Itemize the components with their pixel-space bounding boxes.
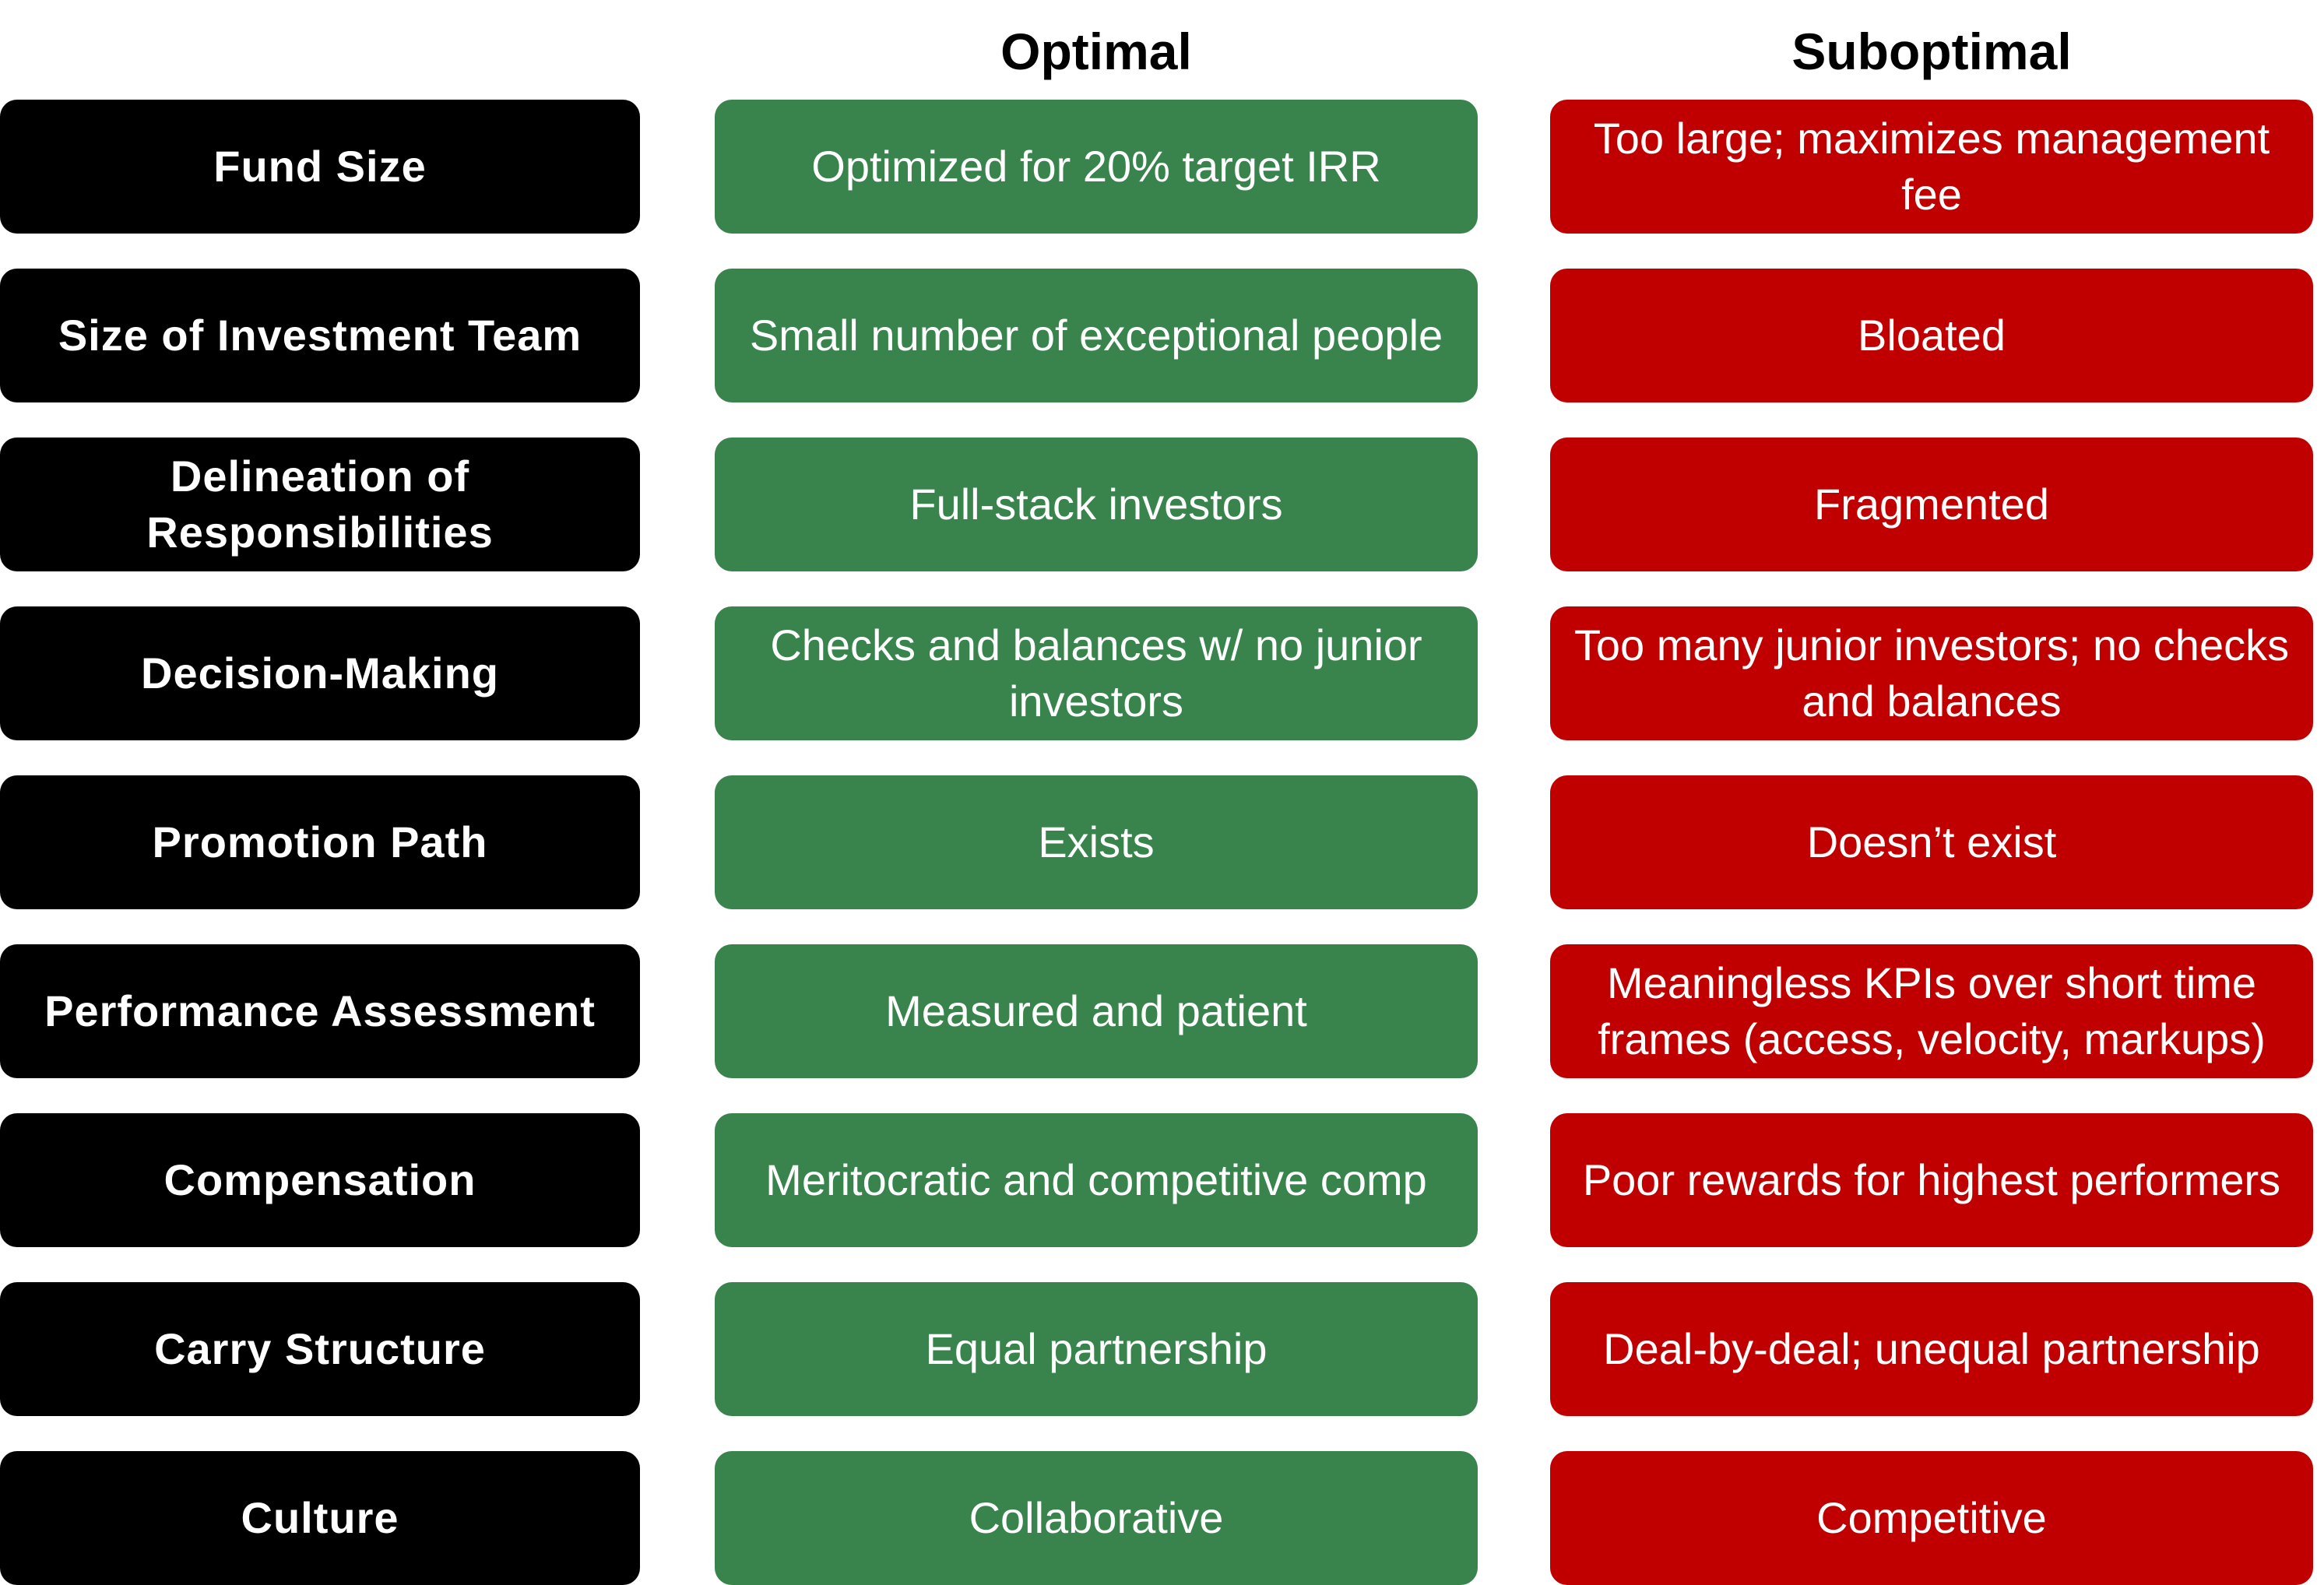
suboptimal-text: Too many junior investors; no checks and… [1573, 620, 2290, 726]
optimal-text: Meritocratic and competitive comp [765, 1155, 1427, 1204]
comparison-row: Decision-Making Checks and balances w/ n… [0, 606, 2324, 740]
suboptimal-box: Too large; maximizes management fee [1550, 100, 2313, 234]
row-label-box: Size of Investment Team [0, 269, 640, 402]
comparison-row: Fund Size Optimized for 20% target IRR T… [0, 100, 2324, 234]
optimal-text: Equal partnership [925, 1324, 1267, 1373]
suboptimal-box: Poor rewards for highest performers [1550, 1113, 2313, 1247]
optimal-box: Equal partnership [715, 1282, 1478, 1416]
row-label-text: Decision-Making [141, 648, 499, 698]
comparison-row: Size of Investment Team Small number of … [0, 269, 2324, 402]
comparison-row: Carry Structure Equal partnership Deal-b… [0, 1282, 2324, 1416]
optimal-box: Collaborative [715, 1451, 1478, 1585]
suboptimal-text: Too large; maximizes management fee [1593, 114, 2270, 219]
suboptimal-text: Poor rewards for highest performers [1582, 1155, 2281, 1204]
row-label-box: Culture [0, 1451, 640, 1585]
suboptimal-text: Competitive [1816, 1493, 2047, 1542]
optimal-text: Optimized for 20% target IRR [811, 142, 1381, 191]
comparison-row: Delineation of Responsibilities Full-sta… [0, 438, 2324, 571]
comparison-row: Culture Collaborative Competitive [0, 1451, 2324, 1585]
suboptimal-box: Meaningless KPIs over short time frames … [1550, 944, 2313, 1078]
row-label-text: Compensation [163, 1155, 476, 1204]
suboptimal-text: Deal-by-deal; unequal partnership [1603, 1324, 2260, 1373]
comparison-row: Performance Assessment Measured and pati… [0, 944, 2324, 1078]
optimal-text: Collaborative [969, 1493, 1224, 1542]
comparison-row: Compensation Meritocratic and competitiv… [0, 1113, 2324, 1247]
optimal-text: Checks and balances w/ no junior investo… [770, 620, 1422, 726]
suboptimal-text: Bloated [1858, 311, 2006, 360]
optimal-box: Small number of exceptional people [715, 269, 1478, 402]
row-label-box: Fund Size [0, 100, 640, 234]
optimal-text: Measured and patient [885, 986, 1307, 1035]
optimal-box: Meritocratic and competitive comp [715, 1113, 1478, 1247]
optimal-box: Optimized for 20% target IRR [715, 100, 1478, 234]
comparison-row: Promotion Path Exists Doesn’t exist [0, 775, 2324, 909]
suboptimal-box: Doesn’t exist [1550, 775, 2313, 909]
suboptimal-box: Fragmented [1550, 438, 2313, 571]
suboptimal-column-header: Suboptimal [1791, 23, 2072, 80]
optimal-box: Measured and patient [715, 944, 1478, 1078]
suboptimal-box: Too many junior investors; no checks and… [1550, 606, 2313, 740]
row-label-box: Decision-Making [0, 606, 640, 740]
row-label-box: Delineation of Responsibilities [0, 438, 640, 571]
optimal-box: Exists [715, 775, 1478, 909]
row-label-text: Size of Investment Team [58, 311, 582, 360]
optimal-text: Full-stack investors [909, 480, 1283, 529]
optimal-text: Small number of exceptional people [749, 311, 1443, 360]
suboptimal-box: Bloated [1550, 269, 2313, 402]
suboptimal-box: Competitive [1550, 1451, 2313, 1585]
suboptimal-text: Doesn’t exist [1806, 817, 2057, 866]
row-label-text: Promotion Path [152, 817, 488, 866]
optimal-column-header: Optimal [1000, 23, 1192, 80]
row-label-text: Delineation of Responsibilities [146, 452, 494, 557]
row-label-text: Performance Assessment [44, 986, 596, 1035]
row-label-box: Performance Assessment [0, 944, 640, 1078]
optimal-text: Exists [1038, 817, 1155, 866]
row-label-text: Fund Size [213, 142, 427, 191]
optimal-box: Checks and balances w/ no junior investo… [715, 606, 1478, 740]
row-label-box: Compensation [0, 1113, 640, 1247]
suboptimal-box: Deal-by-deal; unequal partnership [1550, 1282, 2313, 1416]
suboptimal-text: Meaningless KPIs over short time frames … [1598, 958, 2266, 1063]
row-label-text: Culture [241, 1493, 399, 1542]
row-label-text: Carry Structure [154, 1324, 486, 1373]
row-label-box: Promotion Path [0, 775, 640, 909]
row-label-box: Carry Structure [0, 1282, 640, 1416]
optimal-box: Full-stack investors [715, 438, 1478, 571]
suboptimal-text: Fragmented [1814, 480, 2049, 529]
